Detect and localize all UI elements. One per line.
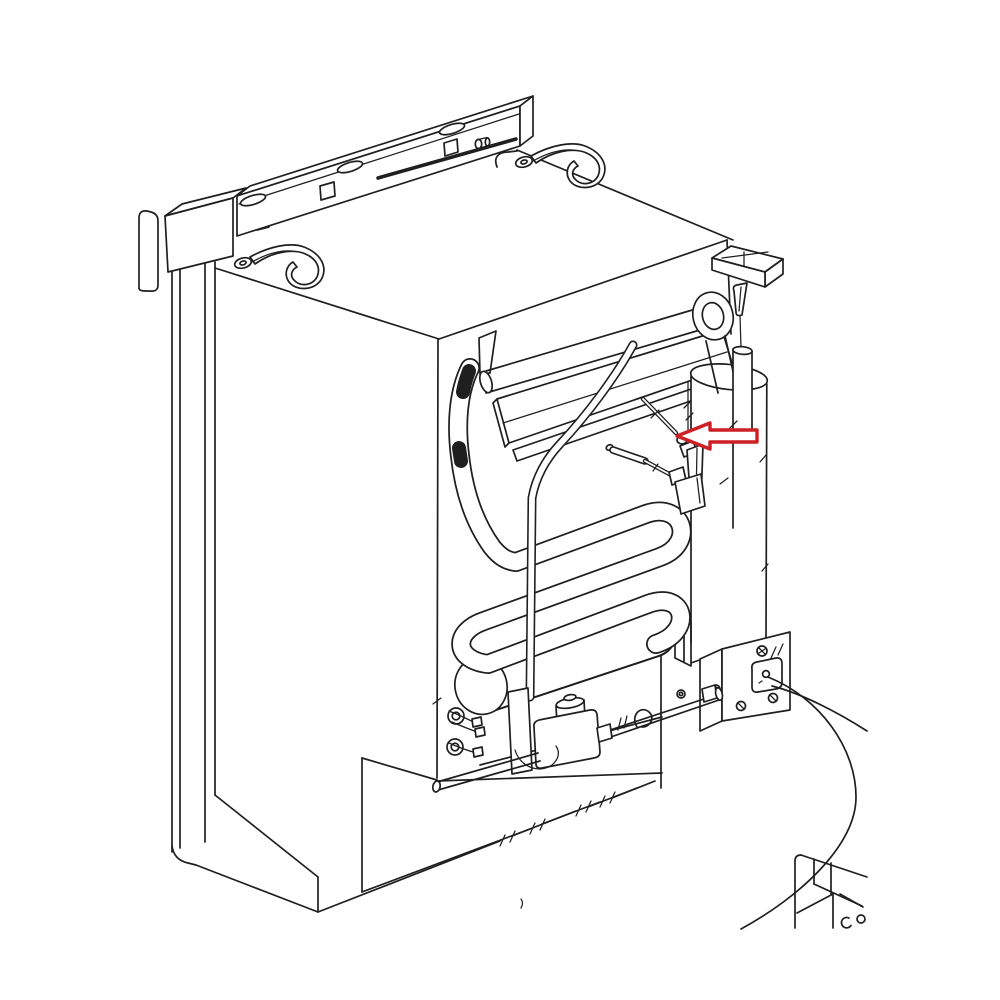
- gas-valve: [431, 684, 724, 793]
- mounting-rail: [236, 95, 534, 237]
- burner-union: [701, 684, 718, 703]
- igniter-electrode: [605, 443, 706, 515]
- condenser-pipe: [485, 302, 718, 394]
- pipe-to-left: [436, 752, 541, 791]
- grommet: [446, 738, 464, 756]
- frame-corner-detail: [794, 854, 868, 929]
- hanging-wire: [514, 745, 559, 770]
- condenser-bracket: [478, 330, 497, 375]
- lifting-strap-left: [233, 244, 325, 290]
- frame-hole: [856, 914, 866, 924]
- break-ticks: [729, 420, 769, 572]
- rail-hole: [438, 122, 466, 136]
- tick-mark: [520, 898, 524, 909]
- lifting-strap-right: [514, 143, 606, 189]
- side-panel-left: [138, 206, 206, 866]
- rail-shadow: [376, 137, 518, 180]
- mounting-plate: [674, 473, 706, 515]
- valve-block: [533, 708, 601, 770]
- pipe-clamp: [633, 708, 653, 728]
- pipe-union: [596, 723, 613, 743]
- bolt: [474, 726, 486, 738]
- bolt: [471, 716, 483, 728]
- rail-cutout: [443, 138, 459, 157]
- tube-sleeve: [452, 441, 468, 468]
- strap-screw: [233, 256, 253, 270]
- standpipe: [507, 687, 533, 775]
- frame-hole: [840, 916, 852, 929]
- condenser-collar: [691, 291, 735, 341]
- fixing-clip: [711, 245, 784, 288]
- flue-tab-and-rod: [732, 282, 748, 348]
- part-indicator-arrow: [675, 421, 759, 451]
- rail-hole: [239, 193, 267, 207]
- gas-line: [740, 676, 868, 930]
- absorber-coil: [448, 358, 692, 674]
- rail-cutout: [319, 181, 336, 201]
- bolt: [472, 746, 484, 758]
- tube-sleeve: [456, 364, 476, 399]
- cabinet-body: [195, 149, 734, 913]
- burner-housing: [674, 621, 791, 732]
- rail-hole: [336, 160, 364, 174]
- strap-screw: [514, 155, 534, 169]
- mounting-grommets: [446, 707, 486, 758]
- condenser-outlet-tube: [525, 340, 638, 702]
- bolt: [676, 689, 686, 699]
- inspection-plate: [751, 657, 783, 693]
- strap-end-tab: [138, 210, 159, 292]
- flue-cylinder: [689, 335, 769, 644]
